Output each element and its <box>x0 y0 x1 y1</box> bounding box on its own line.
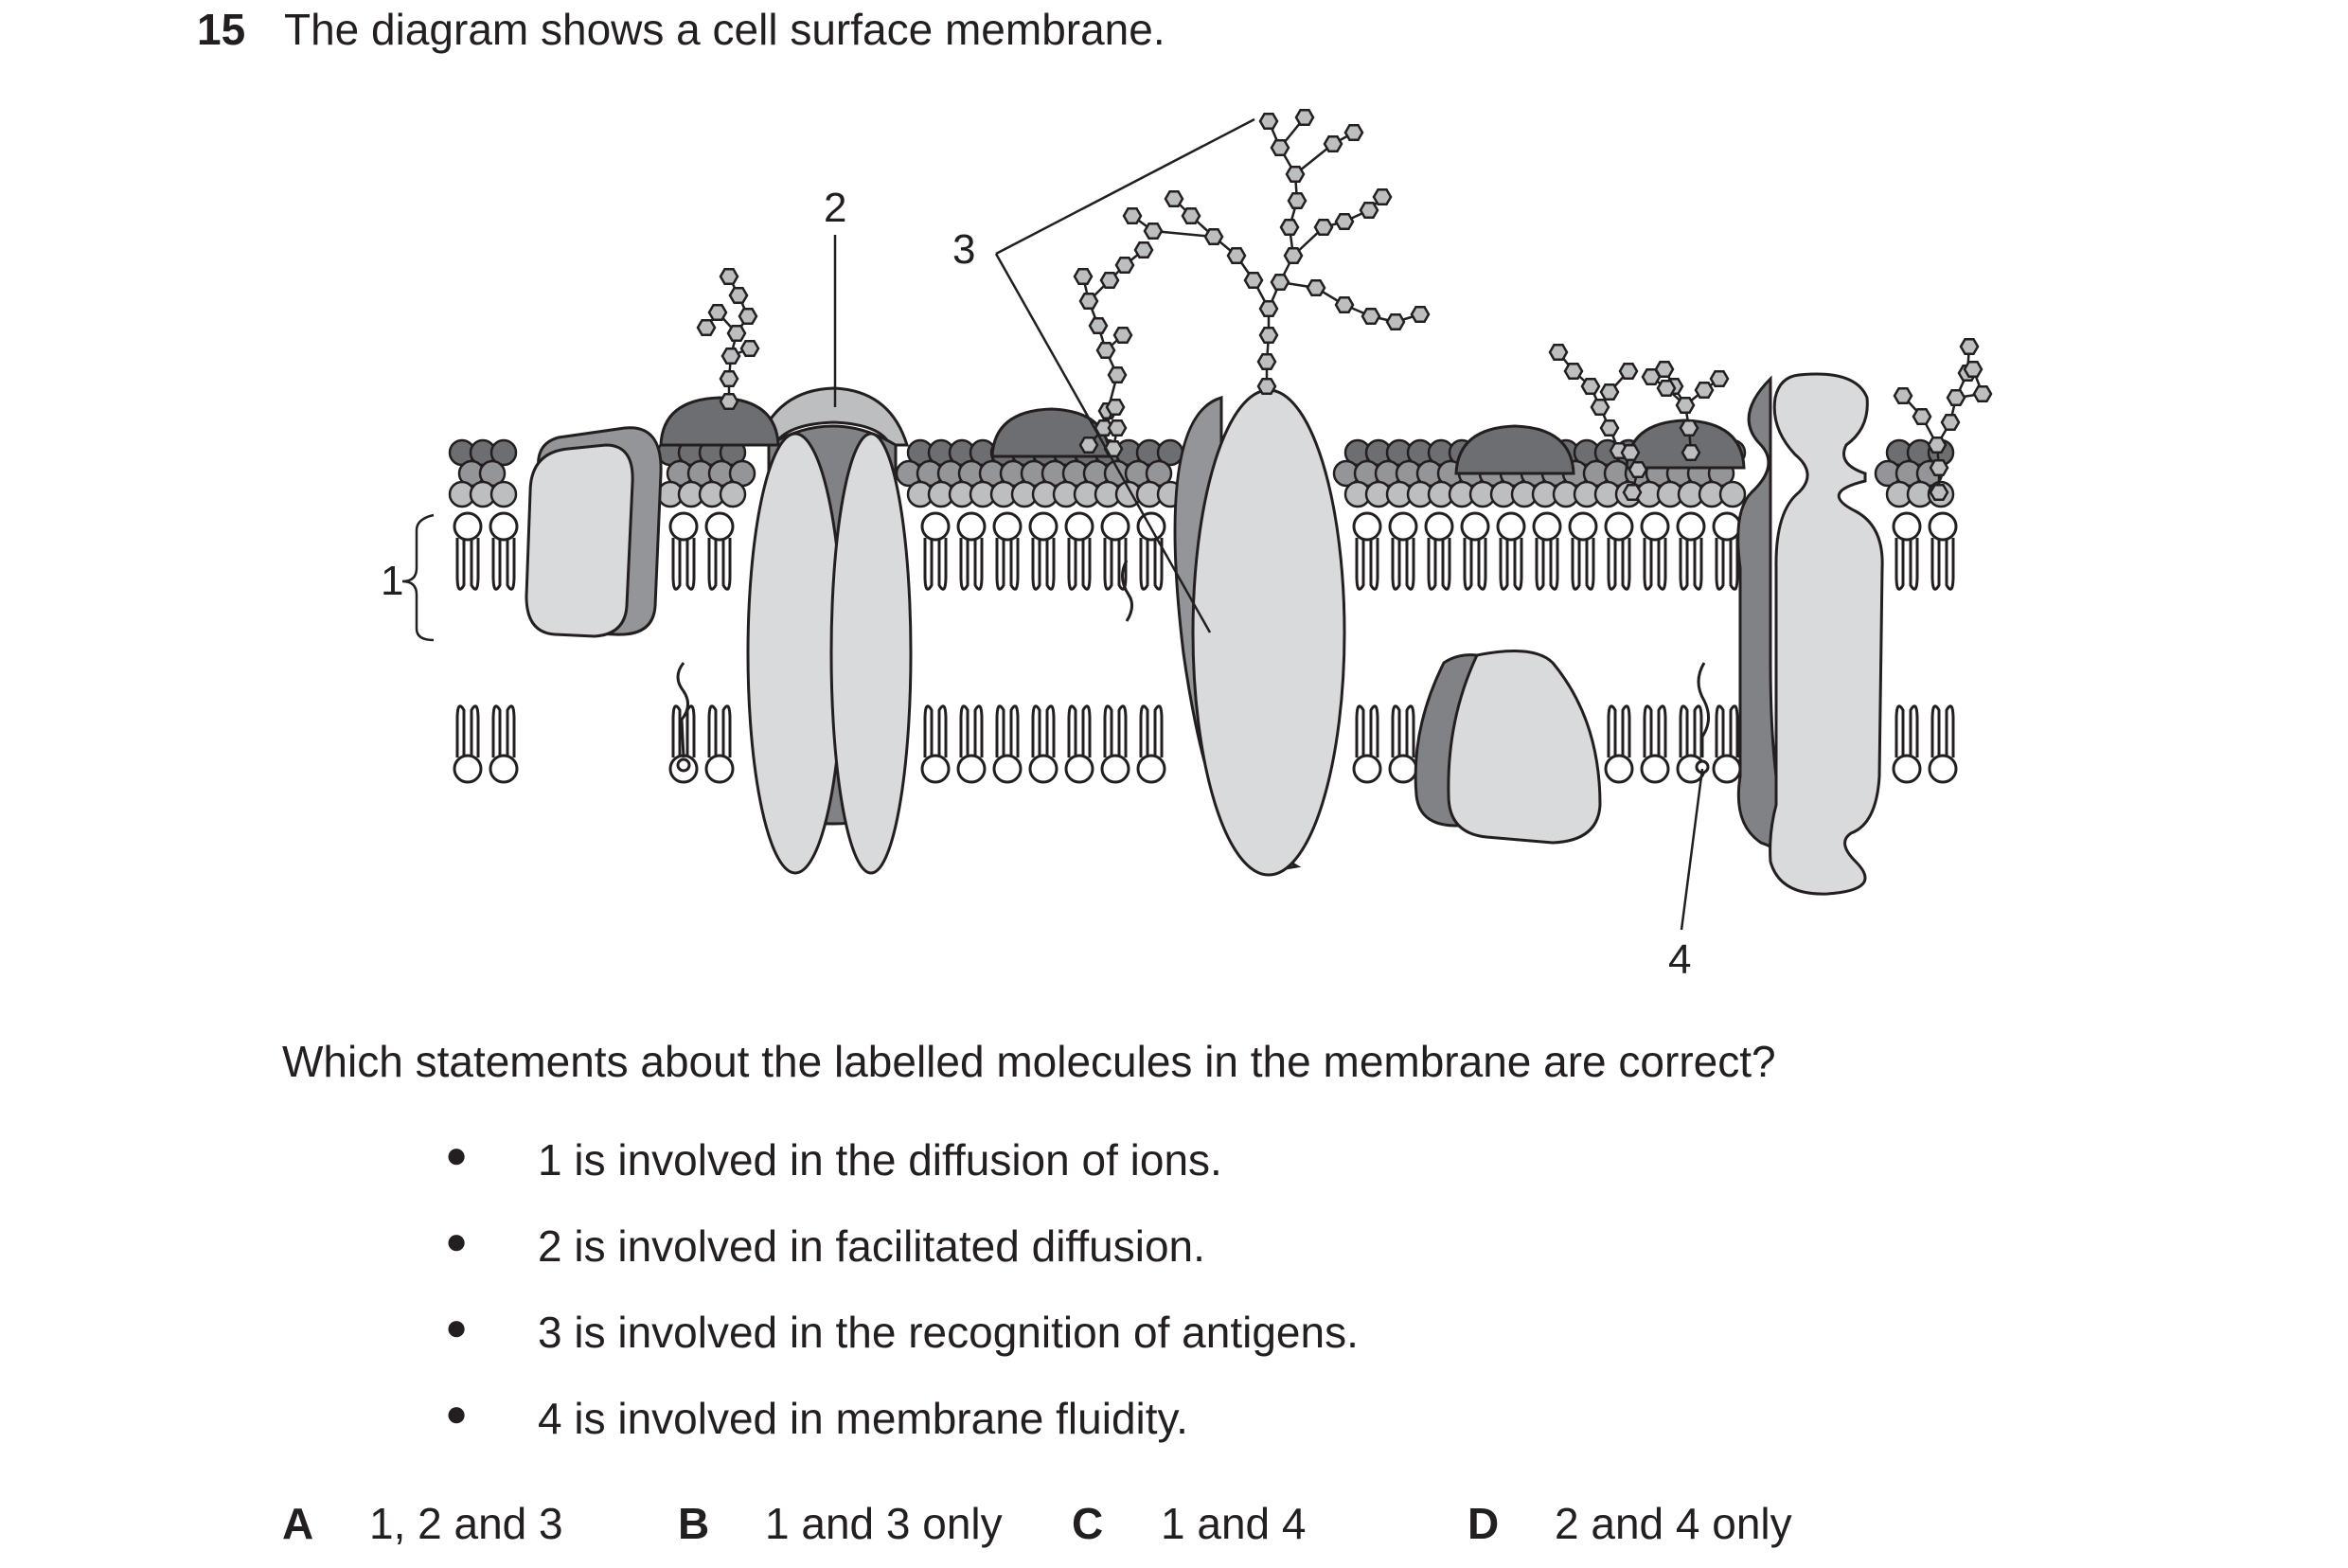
option-text: 1 and 4 <box>1161 1499 1307 1548</box>
option-text: 1 and 3 only <box>765 1499 1003 1548</box>
statement-text: 1 is involved in the diffusion of ions. <box>538 1135 1222 1185</box>
leader-3b <box>994 253 1212 633</box>
label-4: 4 <box>1668 936 1691 983</box>
statement-item: ● 2 is involved in facilitated diffusion. <box>445 1221 1359 1307</box>
leader-3a <box>995 117 1255 256</box>
option-letter: A <box>282 1499 314 1548</box>
bullet-icon: ● <box>445 1134 469 1176</box>
channel-protein <box>746 386 913 875</box>
carbohydrate-chains <box>696 108 1993 502</box>
statement-text: 3 is involved in the recognition of anti… <box>538 1308 1359 1357</box>
question-number: 15 <box>197 5 246 54</box>
statement-item: ● 3 is involved in the recognition of ant… <box>445 1307 1359 1393</box>
peripheral-protein-lower <box>1414 650 1602 845</box>
question-prompt: Which statements about the labelled mole… <box>282 1037 1776 1086</box>
protein-left-block <box>525 426 663 638</box>
bullet-icon: ● <box>445 1393 469 1434</box>
glycocalyx-layer <box>448 438 1955 508</box>
label-2: 2 <box>824 185 846 231</box>
option-text: 1, 2 and 3 <box>369 1499 563 1548</box>
question-stem: The diagram shows a cell surface membran… <box>284 5 1165 54</box>
label-3: 3 <box>952 226 975 273</box>
answer-option-b[interactable]: B 1 and 3 only <box>678 1498 1003 1549</box>
cholesterol-molecules <box>676 560 1710 775</box>
leader-4 <box>1680 768 1704 931</box>
bracket-1 <box>401 513 435 642</box>
answer-option-a[interactable]: A 1, 2 and 3 <box>282 1498 563 1549</box>
statement-list: ● 1 is involved in the diffusion of ions.… <box>445 1134 1359 1479</box>
integral-protein-right <box>1736 372 1884 896</box>
label-leader-lines <box>401 117 1704 931</box>
option-text: 2 and 4 only <box>1555 1499 1792 1548</box>
answer-option-d[interactable]: D 2 and 4 only <box>1468 1498 1792 1549</box>
bullet-icon: ● <box>445 1307 469 1348</box>
option-letter: C <box>1072 1499 1104 1548</box>
statement-text: 2 is involved in facilitated diffusion. <box>538 1221 1205 1271</box>
label-1: 1 <box>381 558 403 604</box>
cell-membrane-diagram: 1 2 3 4 <box>381 108 1993 983</box>
option-letter: D <box>1468 1499 1500 1548</box>
answer-option-c[interactable]: C 1 and 4 <box>1072 1498 1306 1549</box>
statement-item: ● 4 is involved in membrane fluidity. <box>445 1393 1359 1479</box>
statement-item: ● 1 is involved in the diffusion of ions. <box>445 1134 1359 1221</box>
bullet-icon: ● <box>445 1221 469 1262</box>
glycoprotein-centre <box>1173 388 1346 877</box>
option-letter: B <box>678 1499 710 1548</box>
statement-text: 4 is involved in membrane fluidity. <box>538 1394 1188 1443</box>
